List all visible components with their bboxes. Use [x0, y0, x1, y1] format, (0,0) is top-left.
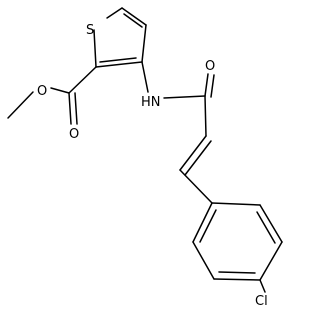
- carbonyl-oxygen-ester-label: O: [69, 127, 79, 142]
- bond-carbonyl-double-o-a: [68, 92, 72, 125]
- bond-nitrogen-carbonyl: [163, 95, 206, 99]
- bond-ring-6-1-inner: [199, 209, 217, 243]
- bond-amide-c-o-a: [204, 73, 209, 97]
- amide-nitrogen-label: HN: [141, 95, 161, 110]
- ester-oxygen-label: O: [37, 84, 47, 99]
- bond-carbonyl-ester-o: [50, 87, 70, 94]
- bond-ring-6-1: [192, 202, 213, 243]
- bond-ring-2-3-inner: [256, 211, 276, 244]
- bond-ring-4-5-inner: [218, 271, 256, 274]
- bond-ring-3-4: [259, 241, 283, 281]
- bond-c5-c4: [121, 7, 147, 26]
- bond-c3-nitrogen: [141, 61, 149, 93]
- bond-ring-4-5: [213, 278, 261, 281]
- bond-ring-5-6: [192, 241, 215, 280]
- bond-alpha-beta-b: [184, 140, 212, 176]
- bond-s-c5: [106, 7, 123, 19]
- bond-c2-carbonyl: [68, 66, 97, 94]
- amide-alkene-linker: [141, 61, 215, 204]
- chlorine-label: Cl: [255, 294, 268, 309]
- bond-carbonyl-alpha: [204, 95, 207, 137]
- sulfur-label: S: [86, 23, 94, 38]
- amide-oxygen-label: O: [205, 59, 215, 74]
- bond-alpha-beta-a: [179, 135, 207, 171]
- bond-c3-c2: [95, 61, 143, 68]
- bond-c3-c2-double: [99, 57, 137, 63]
- bond-c5-c4-double: [123, 13, 143, 28]
- chemical-structure-diagram: S O O HN O Cl: [7, 7, 283, 309]
- bond-beta-ring: [179, 169, 213, 204]
- methyl-ester-group: [7, 66, 97, 125]
- thiophene-ring: [93, 7, 147, 68]
- bond-carbonyl-double-o-b: [74, 92, 78, 125]
- bond-ring-1-2: [211, 202, 261, 206]
- bond-amide-c-o-b: [210, 74, 215, 98]
- bond-c4-c3: [141, 24, 147, 63]
- bond-c2-s: [93, 29, 97, 68]
- bond-ring-chlorine: [259, 279, 266, 293]
- chlorophenyl-ring: [192, 202, 283, 293]
- bond-ester-o-methyl: [7, 91, 34, 119]
- bond-ring-2-3: [259, 204, 283, 243]
